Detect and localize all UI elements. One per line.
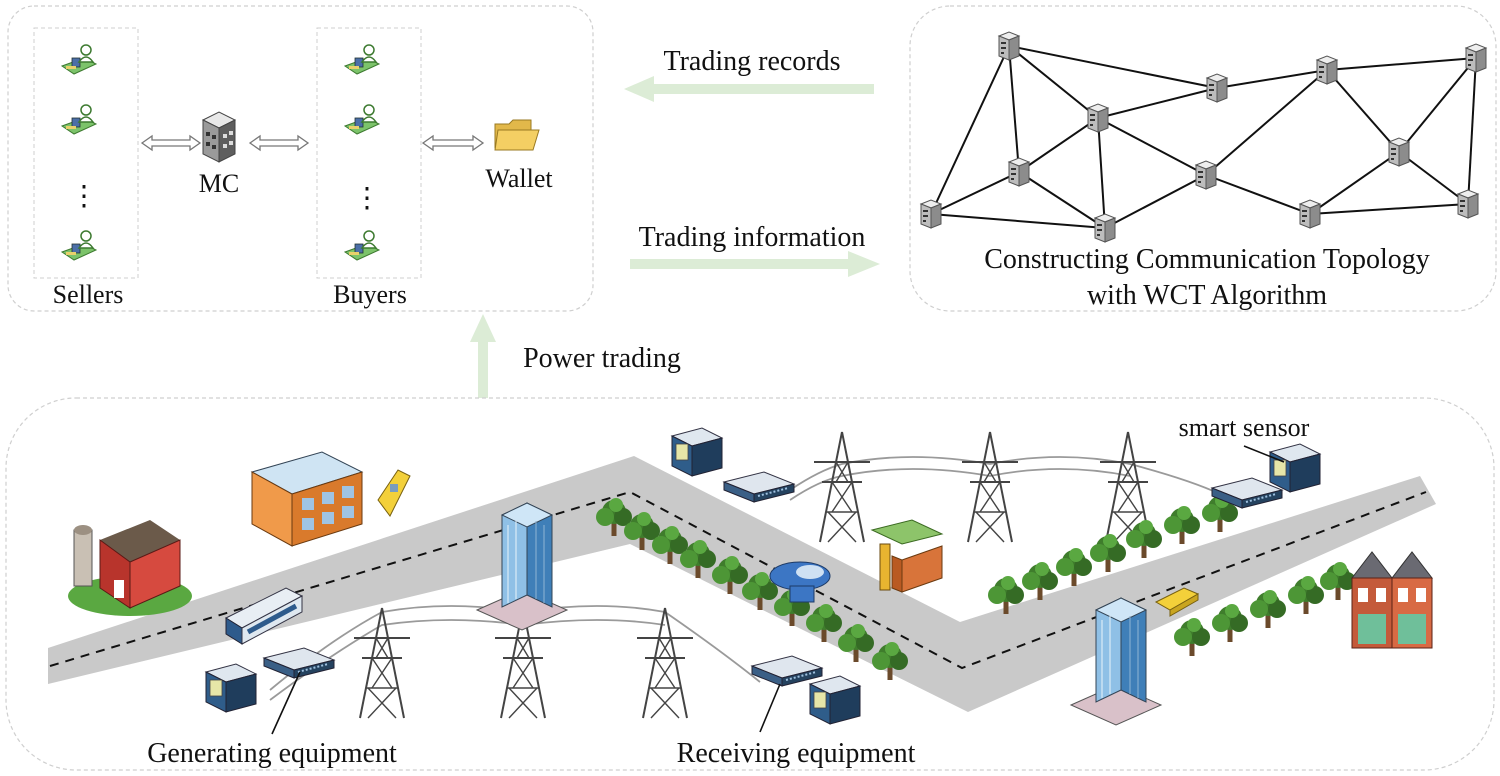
generating-equipment-label: Generating equipment <box>147 738 397 769</box>
network-switch-icon <box>723 471 795 503</box>
topology-node-icon <box>1299 199 1321 229</box>
monitor-device-icon <box>205 663 257 713</box>
gas-station-icon <box>870 519 944 593</box>
seller-1-icon <box>61 44 97 75</box>
mc-label: MC <box>199 169 239 198</box>
buyers-label: Buyers <box>333 280 407 309</box>
market-panel <box>7 5 594 312</box>
topology-node-icon <box>1457 189 1479 219</box>
buyer-1-icon <box>344 44 380 75</box>
trading-information-label: Trading information <box>639 222 866 253</box>
topology-panel <box>909 5 1497 312</box>
monitor-device-icon <box>671 427 723 477</box>
bus-icon <box>224 587 304 645</box>
topology-node-icon <box>998 31 1020 61</box>
buyer-2-icon <box>344 104 380 135</box>
mc-icon <box>201 111 237 163</box>
topology-node-icon <box>1206 73 1228 103</box>
network-switch-icon <box>751 655 823 687</box>
trading-records-arrow <box>624 76 874 102</box>
power-trading-label: Power trading <box>523 343 681 374</box>
barn-icon <box>68 520 192 616</box>
wallet-label: Wallet <box>485 164 553 193</box>
topology-node-icon <box>1195 160 1217 190</box>
receiving-equipment-label: Receiving equipment <box>677 738 916 769</box>
topology-node-icon <box>1087 103 1109 133</box>
topology-node-icon <box>920 199 942 229</box>
sellers-ellipsis: ⋮ <box>70 181 98 212</box>
wallet-icon <box>494 119 540 151</box>
seller-2-icon <box>61 104 97 135</box>
topology-node-icon <box>1465 43 1487 73</box>
topology-node-icon <box>1008 157 1030 187</box>
topology-node-icon <box>1094 213 1116 243</box>
callout-lines <box>271 445 1285 735</box>
seller-3-icon <box>61 230 97 261</box>
houses-icon <box>1350 551 1434 649</box>
trading-records-label: Trading records <box>663 46 840 77</box>
topology-node-icon <box>1388 137 1410 167</box>
power-tower-icon <box>961 431 1019 543</box>
road <box>48 456 1436 712</box>
buyers-group <box>316 27 422 279</box>
power-tower-icon <box>813 431 871 543</box>
taxi-icon <box>1154 587 1200 617</box>
sellers-label: Sellers <box>53 280 124 309</box>
smart-sensor-icon <box>1269 443 1321 493</box>
taxi-icon <box>377 469 411 517</box>
trading-information-arrow <box>630 251 880 277</box>
double-arrows <box>140 134 485 152</box>
power-trading-arrow <box>470 314 496 398</box>
monitor-device-icon <box>809 675 861 725</box>
topology-title-line1: Constructing Communication Topology <box>984 244 1430 275</box>
topology-node-icon <box>1316 55 1338 85</box>
buyers-ellipsis: ⋮ <box>353 183 381 214</box>
tanker-truck-icon <box>769 561 831 603</box>
topology-edges <box>930 45 1477 229</box>
topology-title-line2: with WCT Algorithm <box>1087 280 1327 311</box>
smart-sensor-label: smart sensor <box>1179 413 1310 442</box>
sellers-group <box>33 27 139 279</box>
buyer-3-icon <box>344 230 380 261</box>
apartment-building-icon <box>250 451 364 547</box>
grid-scene-panel <box>5 397 1495 771</box>
